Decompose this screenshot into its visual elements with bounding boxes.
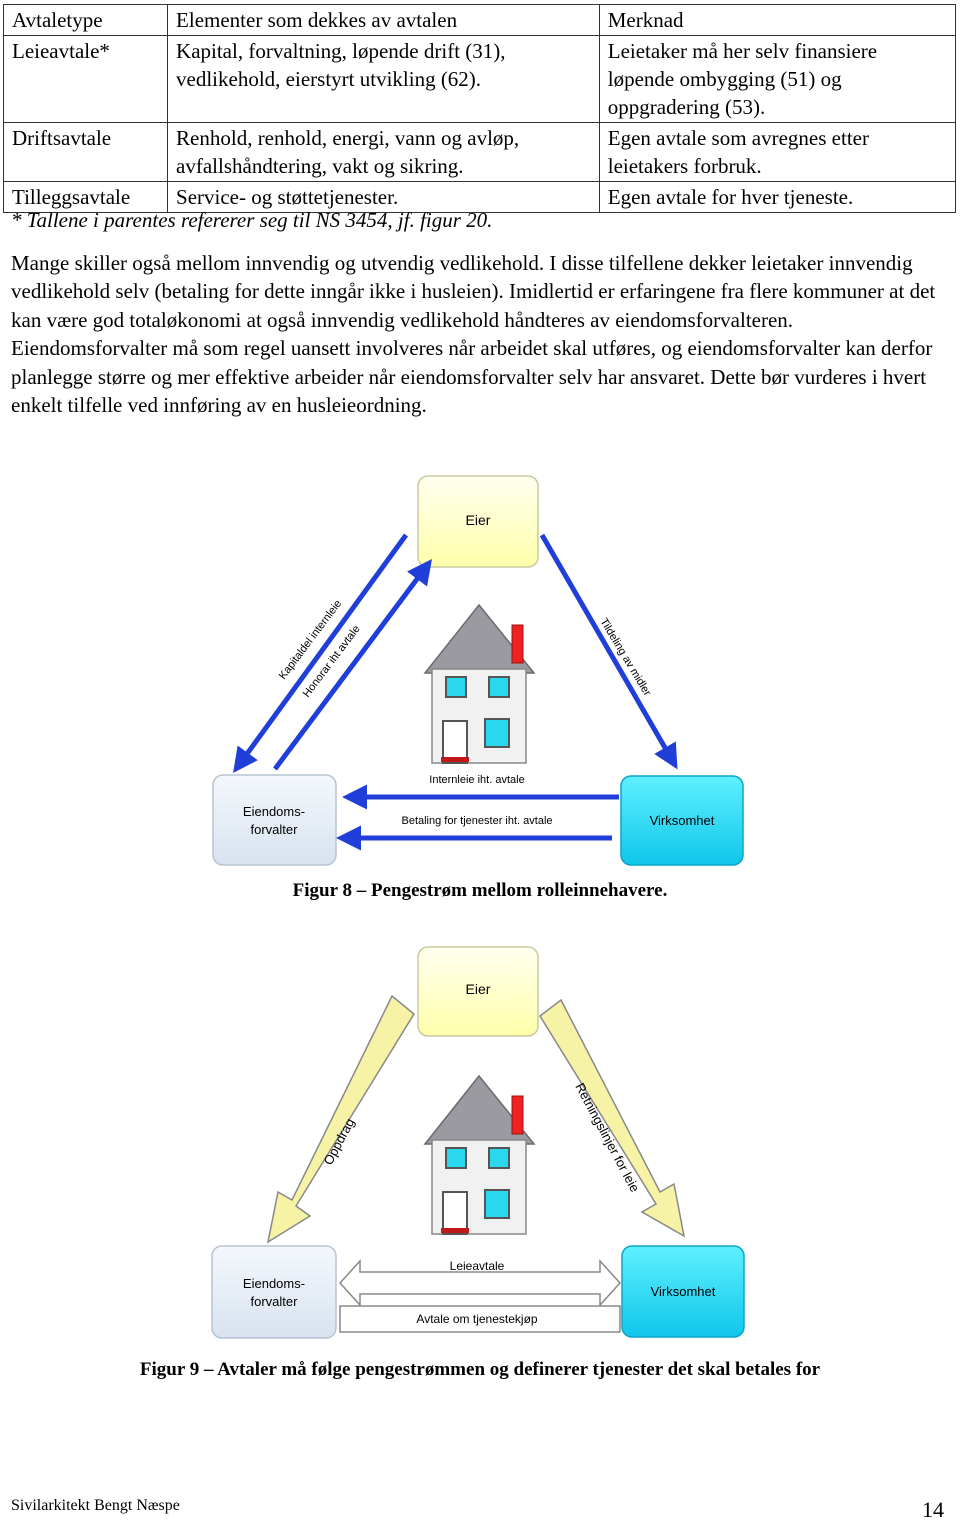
label-allocation: Tildeling av midler: [597, 616, 653, 698]
house-icon: [423, 603, 536, 764]
arrow-assignment: [266, 994, 415, 1244]
figure-9-diagram: Eier Eiendoms- forvalter Virksomhet Oppd…: [211, 946, 745, 1339]
manager-box: [211, 1245, 337, 1339]
table-cell-type: Leieavtale*: [2, 35, 169, 123]
manager-label-1: Eiendoms-: [243, 1276, 305, 1291]
agreement-table: Avtaletype Elementer som dekkes av avtal…: [2, 4, 957, 213]
figure-8-caption: Figur 8 – Pengestrøm mellom rolleinnehav…: [292, 880, 668, 901]
figure-9-caption: Figur 9 – Avtaler må følge pengestrømmen…: [139, 1359, 821, 1380]
cell-line: Egen avtale som avregnes etter: [607, 126, 869, 150]
table-cell-elements: Kapital, forvaltning, løpende drift (31)…: [167, 35, 600, 123]
owner-label: Eier: [466, 512, 491, 528]
arrow-capital: [233, 533, 409, 774]
table-cell-elements: Service- og støttetjenester.: [167, 181, 600, 213]
footer-author: Sivilarkitekt Bengt Næspe: [11, 1497, 180, 1514]
label-lease: Leieavtale: [450, 1259, 505, 1273]
arrow-guidelines: [539, 998, 686, 1238]
cell-line: løpende ombygging (51) og: [607, 67, 842, 91]
house-icon: [423, 1074, 536, 1235]
manager-label-2: forvalter: [251, 1294, 299, 1309]
table-cell-note: Leietaker må her selv finansiere løpende…: [598, 35, 957, 123]
arrow-lease: [338, 1259, 622, 1307]
owner-label: Eier: [466, 981, 491, 997]
owner-box: [417, 475, 539, 568]
table-header-row: Avtaletype Elementer som dekkes av avtal…: [2, 4, 957, 36]
business-label: Virksomhet: [650, 813, 715, 828]
table-footnote: * Tallene i parentes refererer seg til N…: [11, 208, 493, 232]
table-header: Elementer som dekkes av avtalen: [167, 4, 600, 36]
arrow-allocation: [539, 533, 678, 770]
table-cell-elements: Renhold, renhold, energi, vann og avløp,…: [167, 122, 600, 182]
label-payment: Betaling for tjenester iht. avtale: [401, 815, 552, 827]
table-header: Merknad: [598, 4, 957, 36]
arrow-fee: [272, 558, 432, 771]
cell-line: leietakers forbruk.: [607, 154, 762, 178]
business-box: [620, 775, 744, 866]
cell-line: avfallshåndtering, vakt og sikring.: [176, 154, 464, 178]
figure-9: Eier Eiendoms- forvalter Virksomhet Oppd…: [0, 936, 960, 1356]
manager-box: [212, 774, 337, 866]
label-service: Avtale om tjenestekjøp: [416, 1312, 537, 1326]
table-cell-note: Egen avtale som avregnes etter leietaker…: [598, 122, 957, 182]
cell-line: Renhold, renhold, energi, vann og avløp,: [176, 126, 520, 150]
table-cell-type: Tilleggsavtale: [2, 181, 169, 213]
cell-line: Leietaker må her selv finansiere: [607, 39, 878, 63]
business-label: Virksomhet: [651, 1284, 716, 1299]
table-row: Driftsavtale Renhold, renhold, energi, v…: [2, 122, 957, 182]
figure-8-diagram: Eier Eiendoms- forvalter Virksomhet Kapi…: [212, 475, 744, 866]
bar-service: [339, 1305, 621, 1333]
table-cell-note: Egen avtale for hver tjeneste.: [598, 181, 957, 213]
table-header: Avtaletype: [2, 4, 169, 36]
figure-8: Eier Eiendoms- forvalter Virksomhet Kapi…: [0, 465, 960, 875]
manager-label-1: Eiendoms-: [243, 804, 305, 819]
business-box: [621, 1245, 745, 1338]
owner-box: [417, 946, 539, 1037]
cell-line: Kapital, forvaltning, løpende drift (31)…: [176, 39, 506, 63]
body-paragraph: Mange skiller også mellom innvendig og u…: [11, 251, 936, 418]
cell-line: oppgradering (53).: [607, 95, 766, 119]
page-number: 14: [922, 1497, 944, 1522]
cell-line: vedlikehold, eierstyrt utvikling (62).: [176, 67, 482, 91]
manager-label-2: forvalter: [251, 822, 299, 837]
table-cell-type: Driftsavtale: [2, 122, 169, 182]
cell-line: Egen avtale for hver tjeneste.: [607, 185, 854, 209]
cell-line: Service- og støttetjenester.: [176, 185, 399, 209]
table-row: Leieavtale* Kapital, forvaltning, løpend…: [2, 35, 957, 123]
label-internal-rent: Internleie iht. avtale: [429, 774, 524, 786]
table-row: Tilleggsavtale Service- og støttetjenest…: [2, 181, 957, 213]
